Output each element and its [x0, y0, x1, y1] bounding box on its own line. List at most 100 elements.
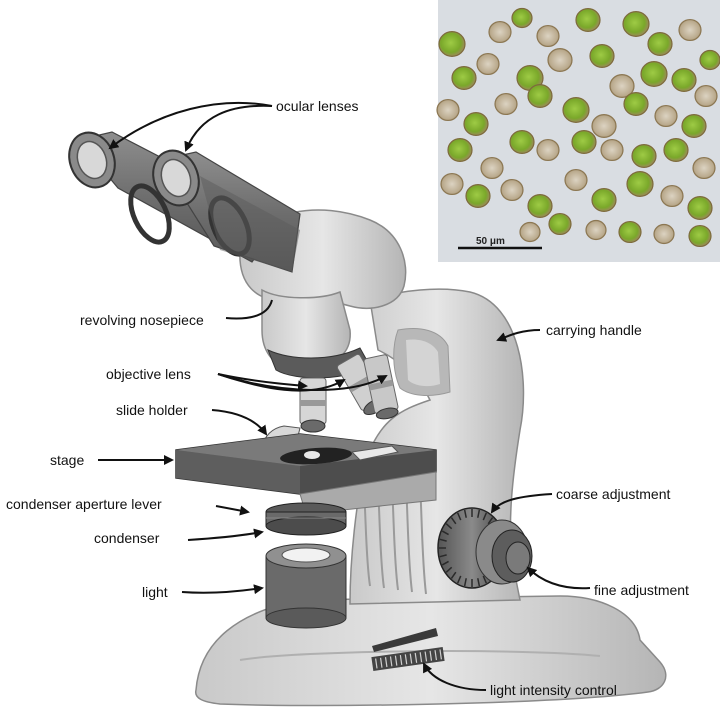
pollen-cell [564, 168, 588, 192]
knob-ridge [477, 578, 481, 587]
dial-tick [419, 652, 423, 663]
micrograph-inset [436, 0, 720, 262]
pollen-cell [480, 156, 504, 180]
pollen-cell [440, 172, 464, 196]
label-slide-holder: slide holder [116, 402, 188, 418]
label-condenser: condenser [94, 530, 160, 546]
condenser [265, 502, 347, 536]
label-fine-adjustment: fine adjustment [594, 582, 689, 598]
knob-ridge [456, 575, 462, 584]
knob-ridge [482, 575, 488, 584]
dial-tick [429, 650, 433, 661]
dial-tick [404, 654, 408, 665]
pollen-cell [600, 138, 624, 162]
ocular-lens-right [152, 149, 301, 273]
pollen-cell [692, 156, 716, 180]
pollen-cell [438, 31, 466, 57]
scale-bar-label: 50 μm [476, 236, 505, 247]
pollen-cell [488, 20, 512, 44]
dial-tick [439, 649, 442, 660]
knob-ridge [463, 509, 467, 518]
pollen-cell [589, 43, 615, 68]
dial-tick [375, 658, 378, 669]
pollen-cell [688, 224, 712, 248]
knob-ridge [456, 512, 462, 521]
label-light-intensity-control: light intensity control [490, 682, 617, 698]
pollen-cell [451, 65, 477, 90]
knob-ridge [463, 578, 467, 587]
pollen-cell [500, 178, 524, 202]
pollen-cell [687, 196, 713, 221]
dial-tick [389, 656, 393, 667]
label-ocular-lenses: ocular lenses [276, 98, 359, 114]
knob-ridge [487, 517, 494, 525]
dial-tick [379, 657, 383, 668]
pollen-cell [575, 8, 601, 32]
knob-ridge [477, 509, 481, 518]
pollen-cell [660, 184, 684, 208]
knob-ridge [441, 530, 449, 536]
pollen-cell [571, 130, 597, 155]
pollen-cell [536, 138, 560, 162]
pollen-cell [623, 91, 649, 116]
pollen-cell [694, 84, 718, 108]
adjustment-knobs [437, 507, 533, 589]
label-objective-lens: objective lens [106, 366, 191, 382]
pollen-cell [654, 104, 678, 128]
pollen-cell [631, 144, 657, 169]
leader-lines [98, 101, 591, 691]
label-revolving-nosepiece: revolving nosepiece [80, 312, 204, 328]
pollen-cell [671, 67, 697, 92]
pollen-cell [476, 52, 500, 76]
label-carrying-handle: carrying handle [546, 322, 642, 338]
pollen-cell [436, 98, 460, 122]
pollen-cell [653, 223, 675, 245]
pollen-cell [548, 212, 572, 236]
pollen-cell [681, 113, 707, 138]
knob-ridge [439, 538, 447, 542]
pollen-cell [447, 138, 473, 163]
dial-tick [394, 655, 398, 666]
pollen-cell [527, 83, 553, 108]
pollen-cell [699, 49, 720, 71]
pollen-cell [663, 138, 689, 163]
knob-ridge [450, 517, 457, 525]
microscope-body [68, 131, 667, 707]
knob-ridge [482, 512, 488, 521]
dial-tick [399, 654, 403, 666]
pollen-cell [609, 73, 635, 98]
pollen-cell [463, 111, 489, 136]
label-stage: stage [50, 452, 85, 468]
pollen-cell [494, 92, 518, 116]
pollen-cell [591, 188, 617, 213]
pollen-cell [465, 184, 491, 209]
light-source [265, 543, 347, 629]
knob-ridge [445, 566, 453, 573]
knob-ridge [445, 523, 453, 530]
dial-tick [409, 653, 413, 664]
dial-tick [434, 650, 438, 661]
dial-tick [414, 652, 418, 663]
knob-ridge [450, 571, 457, 579]
pollen-cell [618, 220, 642, 244]
pollen-cell [536, 24, 560, 48]
label-condenser-aperture-lever: condenser aperture lever [6, 496, 162, 512]
pollen-cell [626, 171, 654, 197]
stage [175, 433, 437, 515]
knob-ridge [439, 554, 447, 558]
pollen-cell [547, 47, 573, 72]
label-coarse-adjustment: coarse adjustment [556, 486, 671, 502]
pollen-cell [622, 11, 650, 37]
pollen-cell [562, 97, 590, 123]
dial-tick [384, 657, 388, 668]
pollen-cell [640, 61, 668, 87]
pollen-cell [527, 194, 553, 219]
pollen-cell [585, 219, 607, 241]
pollen-cell [511, 7, 533, 29]
dial-tick [424, 651, 428, 662]
label-light: light [142, 584, 168, 600]
pollen-cell [519, 221, 541, 243]
pollen-cell [647, 31, 673, 56]
